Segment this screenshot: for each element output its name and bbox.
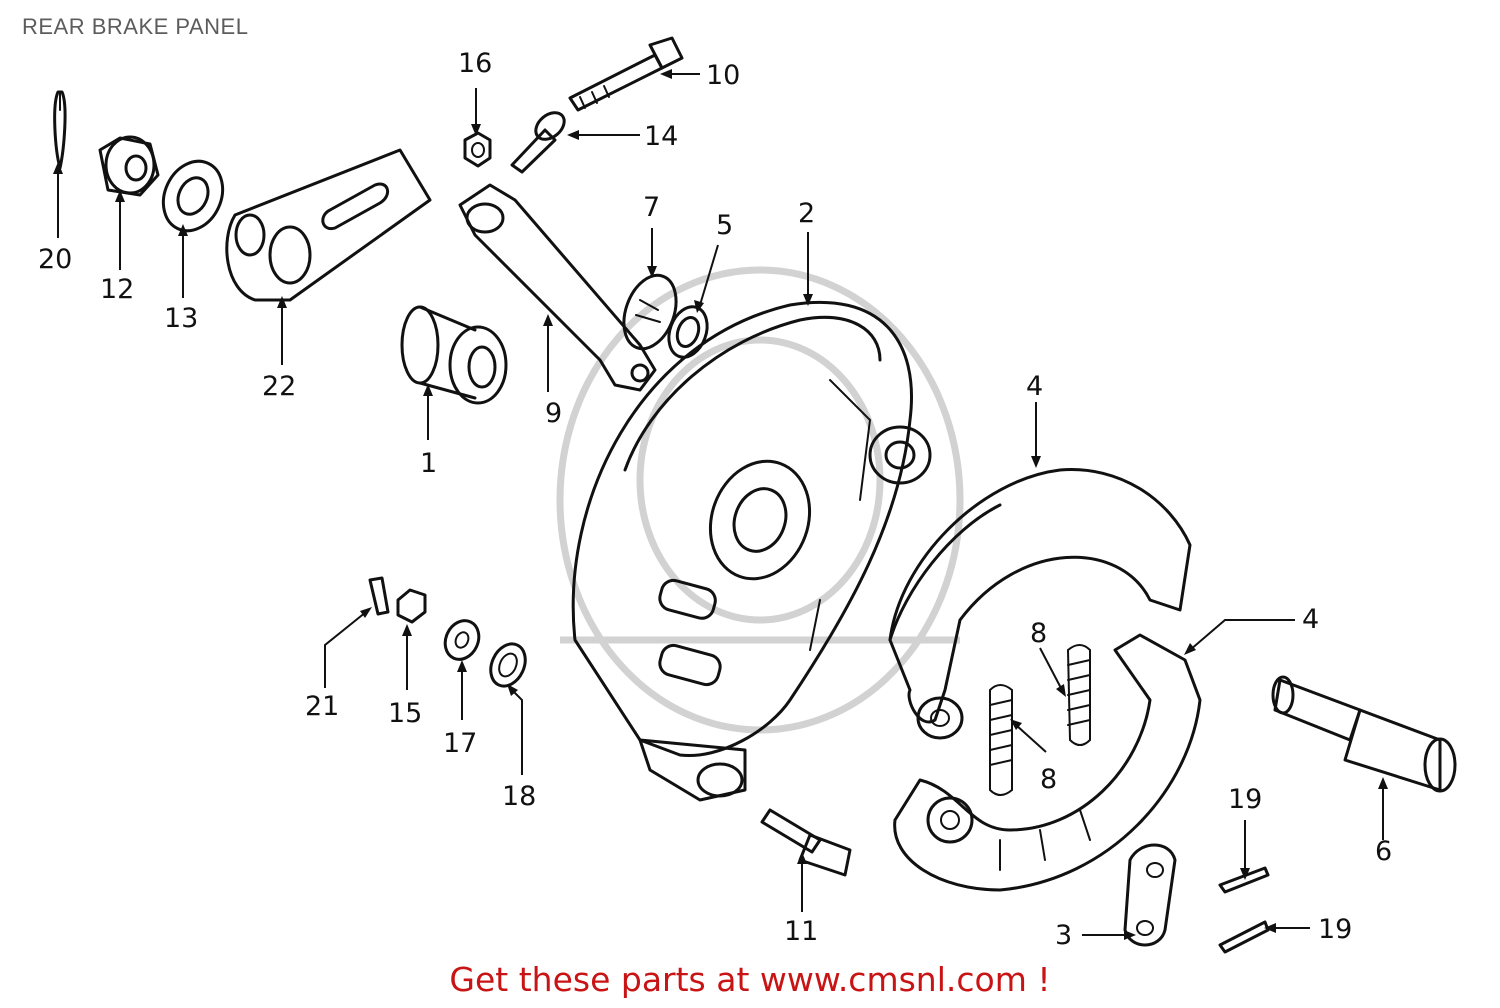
callout-8-lower: 8 [1040, 764, 1057, 795]
callout-7: 7 [643, 192, 660, 223]
bolt-14 [510, 111, 566, 174]
collar-1 [400, 305, 508, 405]
ring-18 [489, 642, 527, 688]
callout-21: 21 [305, 691, 339, 722]
clip-19-lower [1218, 920, 1270, 954]
leader-lines [53, 69, 1388, 940]
callout-19-upper: 19 [1228, 784, 1262, 815]
callout-8-upper: 8 [1030, 618, 1047, 649]
anchor-pin-11 [760, 808, 852, 877]
castle-nut-12 [98, 135, 160, 197]
callout-5: 5 [716, 210, 733, 241]
clip-19-upper [1218, 866, 1270, 894]
callout-12: 12 [100, 274, 134, 305]
page-title: REAR BRAKE PANEL [22, 14, 249, 39]
callout-22: 22 [262, 371, 296, 402]
brake-arm-9 [458, 183, 657, 392]
callout-4-upper: 4 [1026, 371, 1043, 402]
callout-11: 11 [784, 916, 818, 947]
callout-13: 13 [164, 303, 198, 334]
brake-shoe-lower-4 [893, 633, 1202, 892]
callout-1: 1 [420, 448, 437, 479]
nut-16 [463, 131, 492, 168]
brake-cam-6 [1271, 675, 1457, 793]
spring-8-upper [1066, 644, 1091, 746]
callout-3: 3 [1055, 920, 1072, 951]
shoe-plate-3 [1123, 843, 1177, 947]
callout-18: 18 [502, 781, 536, 812]
callout-labels: 20 12 13 22 16 10 14 9 1 7 5 2 4 4 8 8 6… [38, 48, 1392, 951]
brake-panel-2 [571, 300, 932, 802]
callout-2: 2 [798, 198, 815, 229]
spring-8-lower [989, 684, 1013, 796]
callout-17: 17 [443, 728, 477, 759]
cotter-pin-20 [53, 90, 67, 170]
torque-link-22 [225, 148, 432, 302]
parts-link-banner[interactable]: Get these parts at www.cmsnl.com ! [449, 960, 1051, 999]
brake-shoe-upper-4 [888, 468, 1192, 740]
callout-20: 20 [38, 244, 72, 275]
bolt-10 [568, 36, 684, 112]
callout-10: 10 [706, 60, 740, 91]
callout-9: 9 [545, 398, 562, 429]
washer-13 [161, 159, 225, 233]
callout-16: 16 [458, 48, 492, 79]
nut-15 [396, 588, 427, 624]
callout-14: 14 [644, 121, 678, 152]
washer-17 [443, 619, 481, 661]
callout-15: 15 [388, 698, 422, 729]
clip-21 [368, 576, 390, 616]
callout-19-lower: 19 [1318, 914, 1352, 945]
callout-4-lower: 4 [1302, 604, 1319, 635]
callout-6: 6 [1375, 836, 1392, 867]
